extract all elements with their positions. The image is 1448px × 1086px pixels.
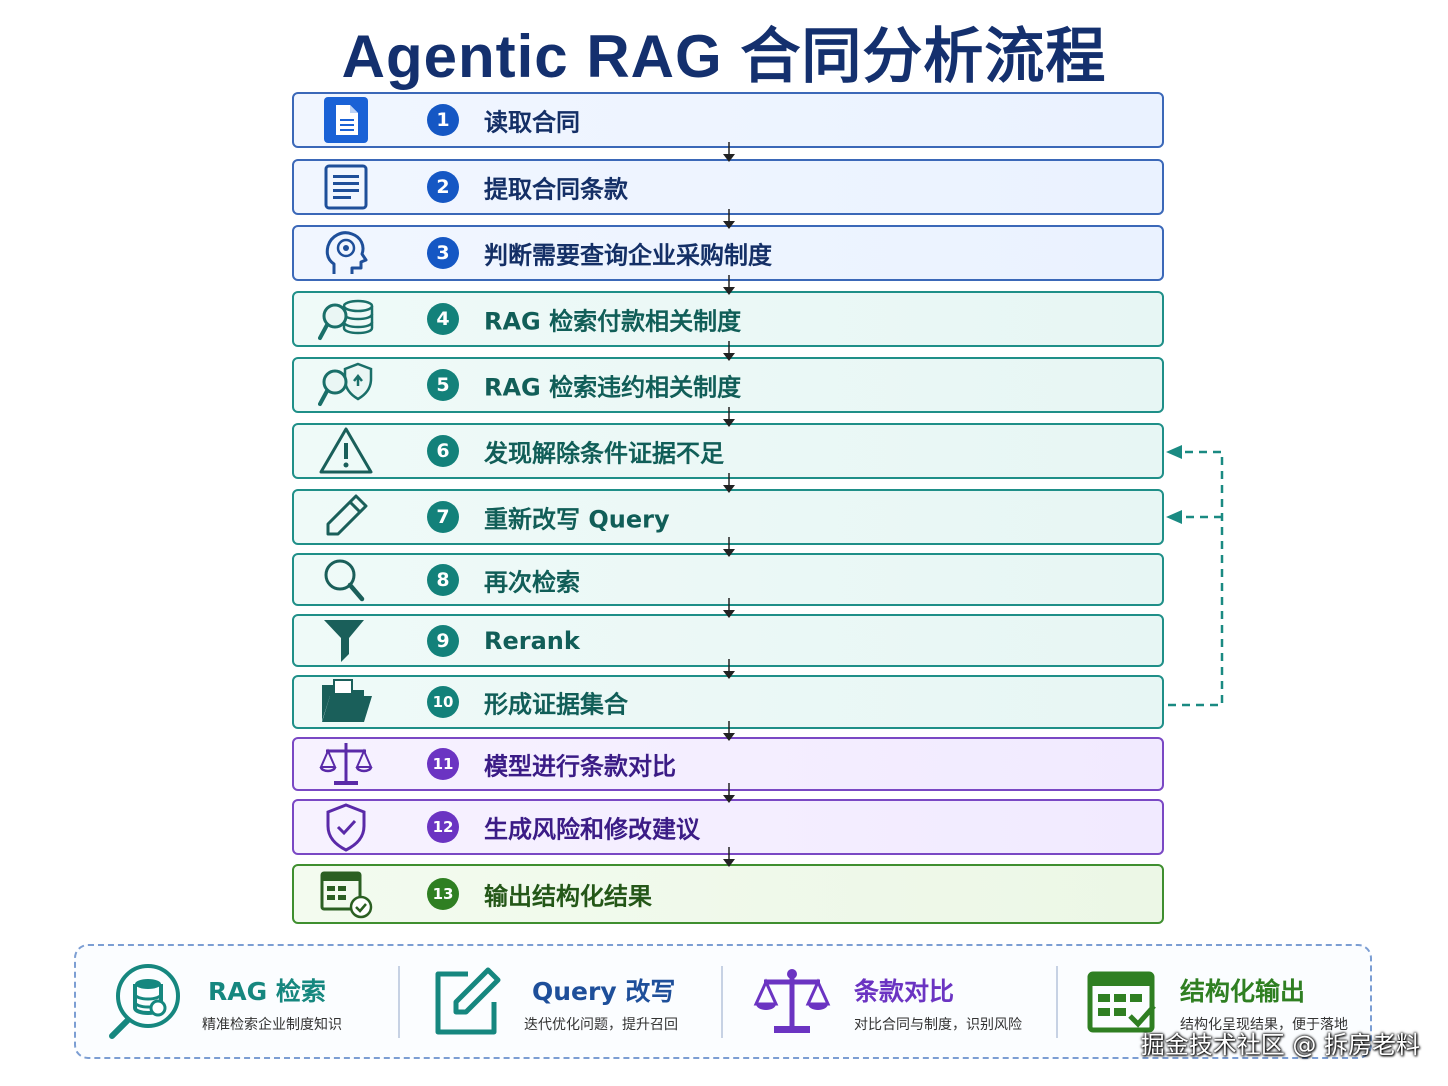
step-label: RAG 检索付款相关制度 [484,307,742,336]
legend-divider [1056,966,1058,1038]
step-12: 12 生成风险和修改建议 [292,799,1164,855]
step-label: 输出结构化结果 [484,882,652,911]
flow-arrow [722,209,736,231]
legend-divider [398,966,400,1038]
flow-arrow [722,341,736,363]
brain-head-icon [318,228,374,278]
legend-divider [721,966,723,1038]
watermark: 掘金技术社区 @ 拆房老料 [1140,1031,1420,1059]
step-9: 9 Rerank [292,614,1164,667]
funnel-icon [318,616,374,666]
step-label: RAG 检索违约相关制度 [484,373,742,402]
step-2: 2 提取合同条款 [292,159,1164,215]
step-label: 形成证据集合 [484,690,628,719]
legend-title: 结构化输出 [1180,977,1306,1006]
scales-icon [318,739,374,789]
warning-icon [318,426,374,476]
step-label: 判断需要查询企业采购制度 [484,241,772,270]
flow-arrow [722,721,736,743]
flow-arrow [722,847,736,869]
step-5: 5 RAG 检索违约相关制度 [292,357,1164,413]
flow-arrow [722,598,736,620]
list-icon [318,162,374,212]
document-icon [318,95,374,145]
step-7: 7 重新改写 Query [292,489,1164,545]
step-number: 9 [427,624,459,657]
step-3: 3 判断需要查询企业采购制度 [292,225,1164,281]
step-number: 12 [427,811,459,843]
legend-item-compare: 条款对比 对比合同与制度，识别风险 [752,946,1042,1057]
legend-item-output: 结构化输出 结构化呈现结果，便于落地 [1086,946,1366,1057]
legend-title: RAG 检索 [208,977,326,1006]
legend-desc: 迭代优化问题，提升召回 [524,1017,678,1033]
step-number: 10 [427,686,459,718]
table-check-icon [318,869,374,919]
flow-arrow [722,407,736,429]
step-number: 5 [427,369,459,401]
table-check-icon [1086,964,1166,1040]
flow-arrow [722,783,736,805]
step-label: 模型进行条款对比 [484,752,676,781]
step-number: 2 [427,171,459,203]
legend-item-query: Query 改写 迭代优化问题，提升召回 [428,946,718,1057]
flow-arrow [722,142,736,164]
step-number: 3 [427,237,459,269]
search-database-icon [318,294,374,344]
step-number: 6 [427,435,459,467]
legend-item-rag: RAG 检索 精准检索企业制度知识 [104,946,394,1057]
legend-desc: 结构化呈现结果，便于落地 [1180,1017,1348,1033]
magnifier-icon [318,555,374,605]
legend-title: 条款对比 [854,977,955,1006]
flow-arrow [722,537,736,559]
step-number: 7 [427,501,459,533]
step-label: 重新改写 Query [484,505,670,534]
database-search-icon [104,964,184,1040]
shield-check-icon [318,802,374,852]
step-number: 1 [427,104,459,136]
pencil-icon [318,492,374,542]
page-title: Agentic RAG 合同分析流程 [341,23,1107,90]
flow-arrow [722,659,736,681]
flow-arrow [722,473,736,495]
scales-icon [752,964,832,1040]
step-6: 6 发现解除条件证据不足 [292,423,1164,479]
flow-arrow [722,275,736,297]
step-label: Rerank [484,626,580,655]
legend-desc: 对比合同与制度，识别风险 [854,1017,1022,1033]
feedback-loop-arrow [1160,440,1230,720]
step-11: 11 模型进行条款对比 [292,737,1164,791]
legend-title: Query 改写 [532,977,676,1006]
step-4: 4 RAG 检索付款相关制度 [292,291,1164,347]
step-label: 提取合同条款 [484,175,628,204]
step-label: 读取合同 [484,108,580,137]
step-number: 11 [427,748,459,780]
step-13: 13 输出结构化结果 [292,864,1164,924]
search-shield-icon [318,360,374,410]
edit-icon [428,964,508,1040]
step-number: 8 [427,563,459,596]
step-label: 再次检索 [484,568,580,596]
step-number: 4 [427,303,459,335]
step-number: 13 [427,878,459,910]
folder-icon [318,677,374,727]
step-label: 生成风险和修改建议 [484,815,700,844]
step-label: 发现解除条件证据不足 [484,439,724,468]
step-1: 1 读取合同 [292,92,1164,148]
legend-panel: RAG 检索 精准检索企业制度知识 Query 改写 迭代优化问题，提升召回 条… [74,944,1372,1059]
legend-desc: 精准检索企业制度知识 [202,1017,342,1033]
